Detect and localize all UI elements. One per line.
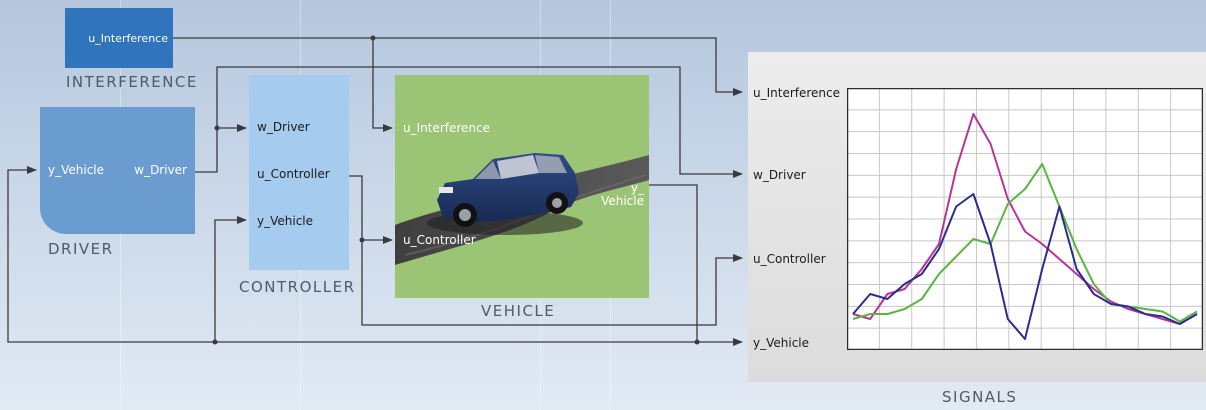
signals-caption: SIGNALS [942, 388, 1018, 406]
controller-output-port-label: u_Controller [257, 167, 330, 181]
wire-vehicle-to-controller [214, 216, 247, 342]
driver-input-port-label: y_Vehicle [48, 163, 105, 177]
vehicle-caption: VEHICLE [481, 302, 556, 320]
interference-block[interactable]: u_Interference [65, 8, 173, 68]
wire-controller-to-vehicle [349, 175, 393, 244]
interference-output-port-label: u_Interference [88, 32, 168, 45]
junction-dot [359, 237, 365, 243]
junction-dot [370, 35, 376, 41]
wire-controller-to-signals [361, 240, 743, 326]
driver-block[interactable]: y_Vehicle w_Driver [40, 107, 195, 234]
signals-plot [847, 88, 1203, 350]
wire-interference-to-signals [173, 37, 743, 96]
driver-caption: DRIVER [48, 240, 114, 258]
signals-input-port-label-interference: u_Interference [753, 86, 841, 100]
trace-green [852, 163, 1198, 323]
trace-navy [852, 193, 1198, 340]
wire-driver-to-controller [195, 124, 247, 173]
wire-vehicle-to-signals [649, 184, 743, 346]
wire-driver-to-signals [216, 66, 743, 178]
vehicle-output-port-label: y_ Vehicle [601, 181, 644, 208]
vehicle-input-port-label-controller: u_Controller [403, 233, 476, 247]
car-3d-image [395, 153, 649, 265]
plot-lines [852, 113, 1198, 340]
controller-input-port-label-vehicle: y_Vehicle [257, 214, 314, 228]
controller-input-port-label-driver: w_Driver [257, 120, 310, 134]
controller-block[interactable]: w_Driver u_Controller y_Vehicle [249, 75, 349, 270]
vehicle-input-port-label-interference: u_Interference [403, 121, 491, 135]
interference-caption: INTERFERENCE [66, 73, 198, 91]
controller-caption: CONTROLLER [239, 278, 356, 296]
wire-interference-to-vehicle [372, 38, 393, 132]
signals-input-port-label-vehicle: y_Vehicle [753, 336, 810, 350]
signals-input-port-label-controller: u_Controller [753, 252, 826, 266]
junction-dot [694, 339, 700, 345]
signals-input-port-label-driver: w_Driver [753, 168, 806, 182]
junction-dot [214, 125, 220, 131]
junction-dot [212, 339, 218, 345]
vehicle-block[interactable]: u_Interference u_Controller y_ Vehicle [395, 75, 649, 298]
driver-output-port-label: w_Driver [134, 163, 187, 177]
plot-grid [847, 88, 1203, 350]
wire-vehicle-to-driver [7, 166, 697, 343]
